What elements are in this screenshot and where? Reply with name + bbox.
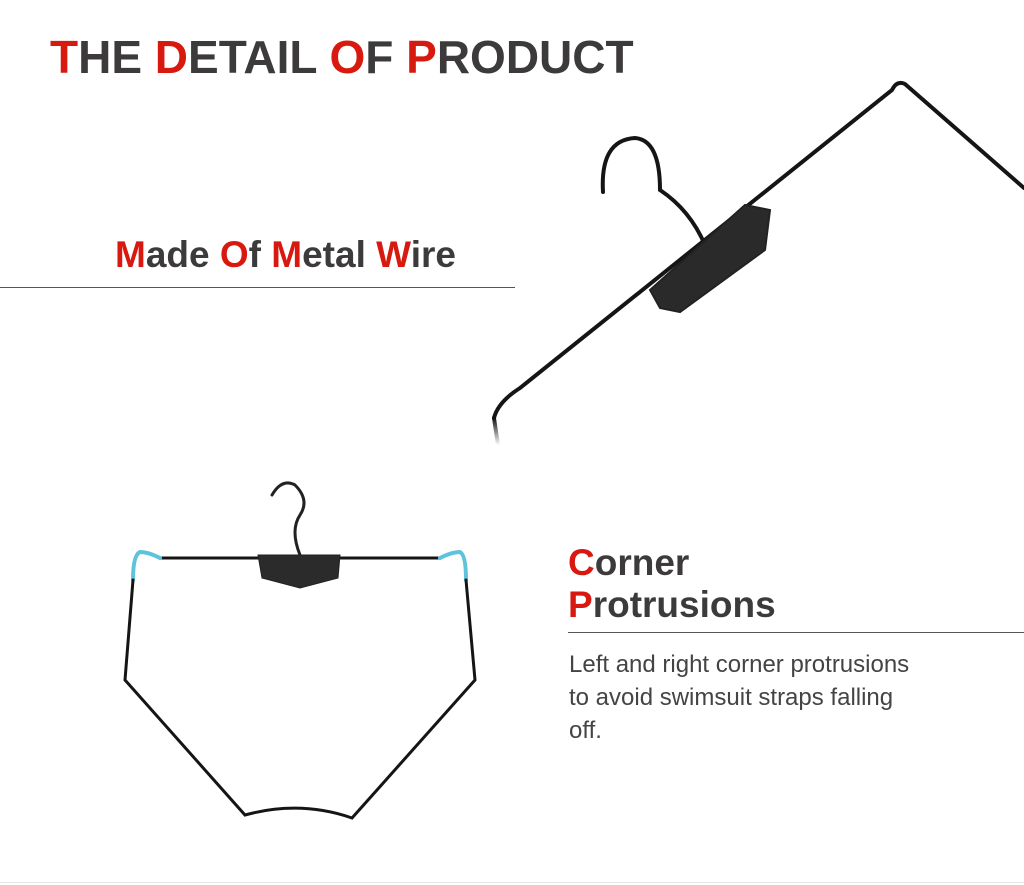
heading-text: rotrusions	[592, 584, 776, 625]
title-text: HE	[78, 31, 155, 83]
feature-heading-corner-protrusions: Corner Protrusions	[568, 542, 776, 626]
title-text: RODUCT	[436, 31, 634, 83]
heading-text: etal	[302, 234, 377, 275]
title-accent: P	[406, 31, 437, 83]
heading-accent: W	[376, 234, 411, 275]
feature-heading-metal-wire: Made Of Metal Wire	[115, 234, 456, 276]
hanger-closeup-image	[492, 80, 1024, 447]
heading-accent: M	[271, 234, 303, 275]
heading-text: ade	[145, 234, 220, 275]
hanger-full-image	[123, 481, 477, 820]
title-accent: D	[154, 31, 189, 83]
divider	[0, 287, 515, 288]
title-accent: O	[329, 31, 366, 83]
title-accent: T	[50, 31, 79, 83]
heading-accent: P	[568, 584, 593, 625]
feature-description: Left and right corner protrusions to avo…	[569, 651, 910, 744]
heading-text: orner	[594, 542, 690, 583]
heading-accent: C	[568, 542, 595, 583]
divider	[568, 632, 1024, 633]
heading-accent: M	[115, 234, 146, 275]
heading-accent: O	[219, 234, 249, 275]
title-text: ETAIL	[188, 31, 330, 83]
title-text: F	[365, 31, 407, 83]
page-title: THE DETAIL OF PRODUCT	[50, 30, 634, 84]
heading-text: f	[248, 234, 272, 275]
heading-text: ire	[410, 234, 457, 275]
divider	[0, 882, 1024, 883]
